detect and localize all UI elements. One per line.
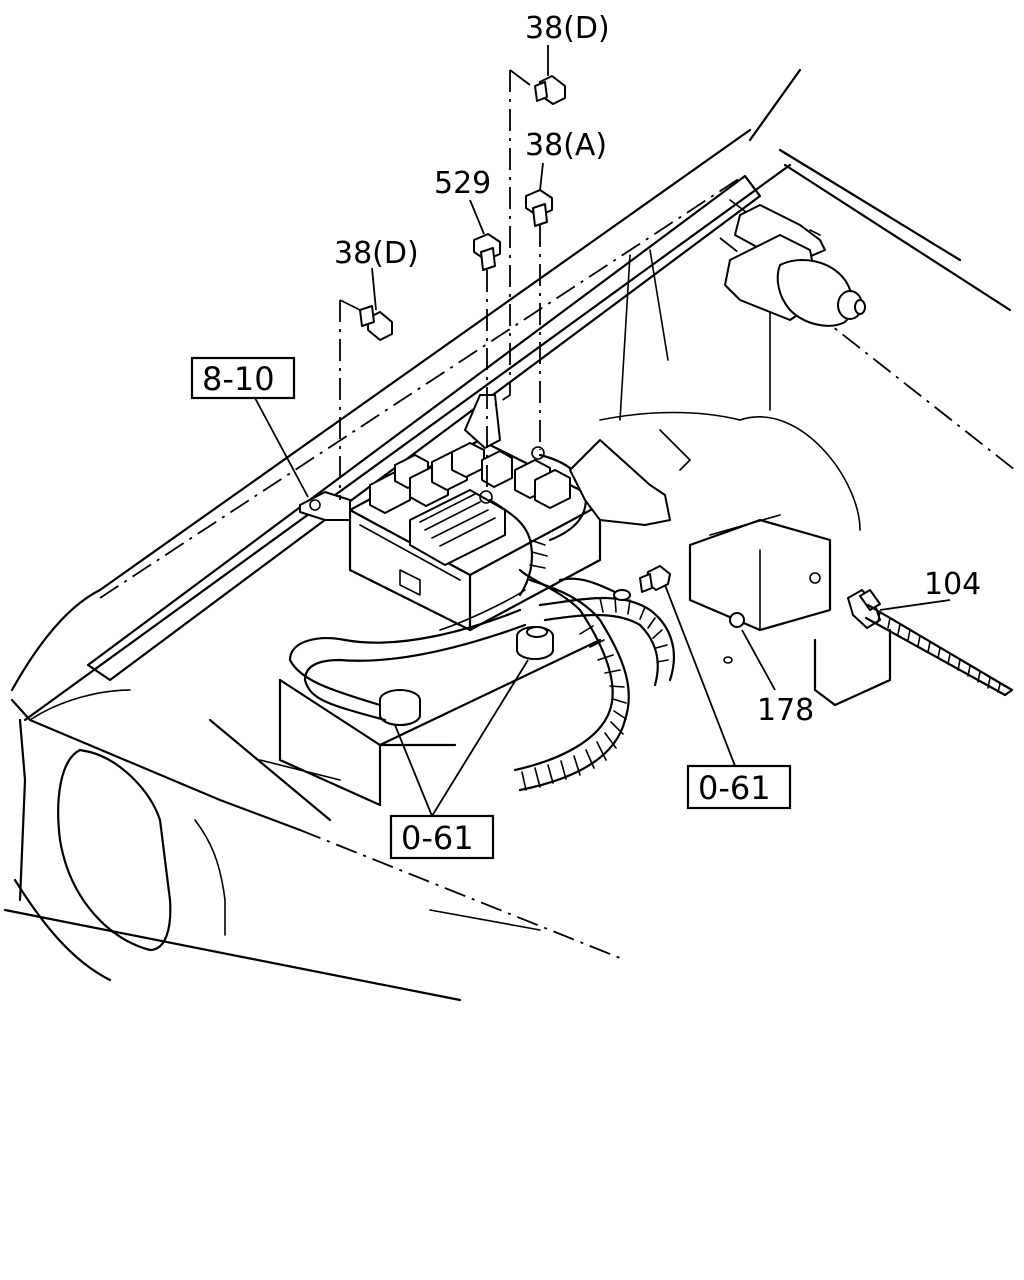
label-178: 178 — [757, 693, 814, 728]
boxed-reference-8-10: 8-10 — [190, 356, 296, 400]
label-104: 104 — [924, 567, 981, 602]
ref-0-61-center: 0-61 — [401, 819, 474, 857]
ref-0-61-right: 0-61 — [698, 769, 771, 807]
boxed-reference-0-61-right: 0-61 — [686, 764, 792, 810]
bolt-38a — [525, 189, 553, 227]
battery — [278, 626, 602, 807]
callout-labels: 38(D) 38(A) 529 38(D) 104 178 — [334, 11, 981, 728]
label-529: 529 — [434, 166, 491, 201]
vehicle-body — [3, 68, 1016, 1002]
installation-lines — [254, 45, 951, 817]
bolt-38d-left — [359, 305, 393, 341]
bolt-529 — [473, 233, 501, 271]
ref-8-10: 8-10 — [202, 360, 275, 398]
boxed-reference-0-61-center: 0-61 — [389, 814, 495, 860]
label-38d-left: 38(D) — [334, 236, 419, 271]
label-38a: 38(A) — [525, 128, 607, 163]
wiper-motor — [724, 204, 866, 327]
bolt-38d-top — [534, 75, 566, 105]
label-38d-top: 38(D) — [525, 11, 610, 46]
clip-178 — [723, 612, 745, 664]
cable-tie-104 — [809, 572, 1014, 697]
fuse-relay-box — [299, 394, 671, 632]
bolt-0-61 — [639, 565, 671, 593]
